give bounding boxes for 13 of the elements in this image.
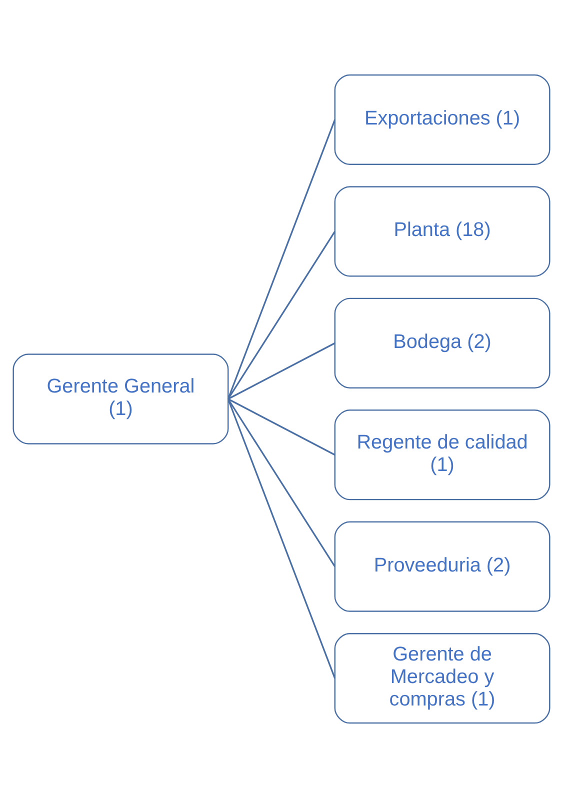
connector [227,230,336,400]
node-box: Gerente de Mercadeo y compras (1) [334,633,550,724]
connector [227,398,336,568]
node-box: Proveeduria (2) [334,521,550,612]
node-box: Regente de calidad (1) [334,410,550,500]
node-box: Planta (18) [334,186,550,277]
node-box: Exportaciones (1) [334,74,550,165]
connector [228,342,336,400]
connector [228,398,336,456]
connector [227,119,336,400]
node-box: Bodega (2) [334,298,550,388]
node-box: Gerente General (1) [12,354,229,444]
connector [227,398,336,679]
